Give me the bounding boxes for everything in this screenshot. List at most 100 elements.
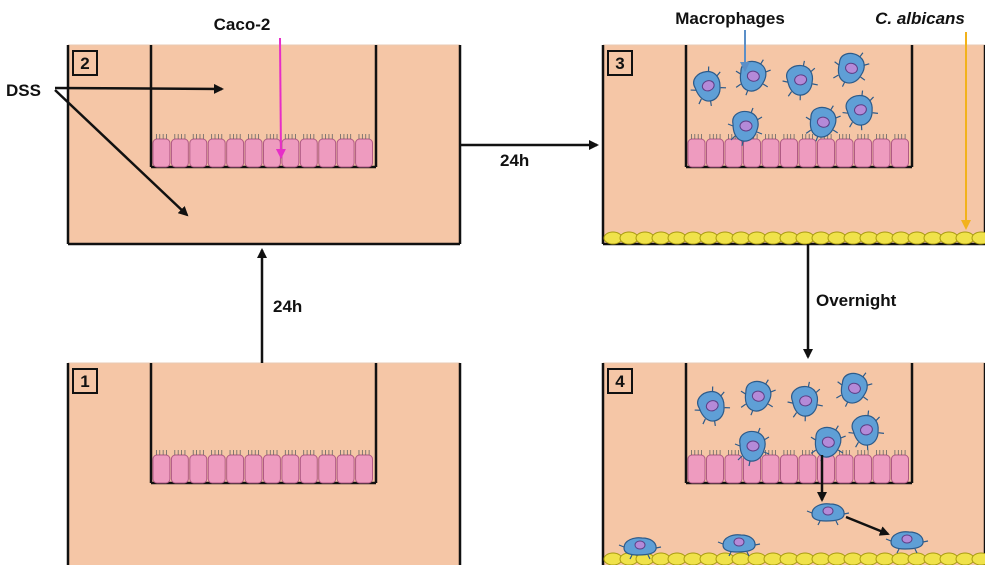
candida-cell (683, 231, 703, 245)
caco2-pointer (275, 37, 286, 159)
candida-cell (955, 552, 975, 565)
candida-cell (843, 231, 863, 245)
epithelial-cell (706, 454, 724, 484)
candida-cell (667, 552, 687, 565)
candida-cell (699, 231, 719, 245)
candida-cell (731, 231, 751, 245)
candida-cell (603, 552, 623, 565)
epithelial-cell (207, 138, 226, 168)
candida-cell (971, 552, 985, 565)
candida-cell (939, 231, 959, 245)
epithelial-cell (817, 138, 835, 168)
panel-number-frame (72, 50, 98, 76)
caco2-monolayer (687, 134, 909, 168)
candida-cell (875, 231, 895, 245)
panel-2: 2 (66, 44, 462, 246)
dss-arrow-apical (54, 83, 224, 94)
epithelial-cell (854, 454, 872, 484)
epithelial-cell (336, 454, 355, 484)
migration-arrow (845, 515, 890, 536)
epithelial-cell (263, 454, 281, 484)
candida-cell (699, 552, 719, 565)
epithelial-cell (780, 138, 798, 168)
panel-3: 3 (601, 44, 985, 246)
epithelial-cell (891, 454, 909, 484)
candida-cell (827, 231, 847, 245)
epithelial-cell (299, 138, 318, 168)
epithelial-cell (872, 138, 891, 168)
epithelial-cell (872, 454, 891, 484)
panel-number-box: 2 (72, 50, 98, 76)
panel-number-frame (607, 368, 633, 394)
candida-cell (907, 552, 927, 565)
epithelial-cell (299, 454, 318, 484)
step-1-to-2-label: 24h (273, 297, 302, 316)
candida-layer (603, 552, 985, 565)
epithelial-cell (152, 138, 171, 168)
candida-cell (859, 552, 879, 565)
panel-number: 2 (80, 54, 89, 73)
panel-number-box: 3 (607, 50, 633, 76)
epithelial-cell (355, 138, 374, 168)
candida-cell (763, 231, 783, 245)
dss-label: DSS (6, 81, 41, 100)
panel-number: 1 (80, 372, 89, 391)
dss-arrow-basolateral (54, 89, 189, 217)
epithelial-cell (798, 138, 817, 168)
macrophages-label: Macrophages (675, 9, 785, 28)
epithelial-cell (170, 138, 189, 168)
epithelial-cell (226, 454, 245, 484)
candida-cell (763, 552, 783, 565)
epithelial-cell (170, 454, 189, 484)
epithelial-cell (355, 454, 374, 484)
candida-cell (603, 231, 623, 245)
epithelial-cell (263, 138, 281, 168)
epithelial-cell (798, 454, 817, 484)
candida-cell (955, 231, 975, 245)
panels: 1 2 3 4 (66, 44, 985, 565)
candida-cell (907, 231, 927, 245)
candida-cell (667, 231, 687, 245)
candida-cell (715, 231, 735, 245)
epithelial-cell (336, 138, 355, 168)
panel-number: 3 (615, 54, 624, 73)
epithelial-cell (189, 138, 208, 168)
epithelial-cell (207, 454, 226, 484)
candida-cell (635, 231, 655, 245)
candida-cell (619, 231, 639, 245)
candida-cell (827, 552, 847, 565)
candida-cell (923, 552, 943, 565)
panel-number-box: 1 (72, 368, 98, 394)
candida-cell (731, 552, 751, 565)
panel-4: 4 (601, 362, 985, 565)
epithelial-cell (687, 138, 706, 168)
epithelial-cell (244, 454, 263, 484)
candida-cell (683, 552, 703, 565)
candida-cell (795, 552, 815, 565)
epithelial-cell (743, 138, 761, 168)
caco2-monolayer (152, 450, 374, 484)
epithelial-cell (835, 454, 854, 484)
candida-cell (651, 231, 671, 245)
candida-cell (859, 231, 879, 245)
panel-number-box: 4 (607, 368, 633, 394)
epithelial-cell (189, 454, 208, 484)
panel-number-frame (72, 368, 98, 394)
candida-cell (891, 552, 911, 565)
candida-cell (811, 231, 831, 245)
candida-cell (651, 552, 671, 565)
candida-cell (923, 231, 943, 245)
epithelial-cell (226, 138, 245, 168)
panel-1: 1 (66, 362, 462, 565)
caco2-monolayer (152, 134, 374, 168)
epithelial-cell (761, 454, 780, 484)
epithelial-cell (780, 454, 798, 484)
epithelial-cell (281, 138, 300, 168)
caco2-label: Caco-2 (214, 15, 271, 34)
epithelial-cell (724, 454, 743, 484)
step-2-to-3-label: 24h (500, 151, 529, 170)
epithelial-cell (724, 138, 743, 168)
candida-cell (971, 231, 985, 245)
